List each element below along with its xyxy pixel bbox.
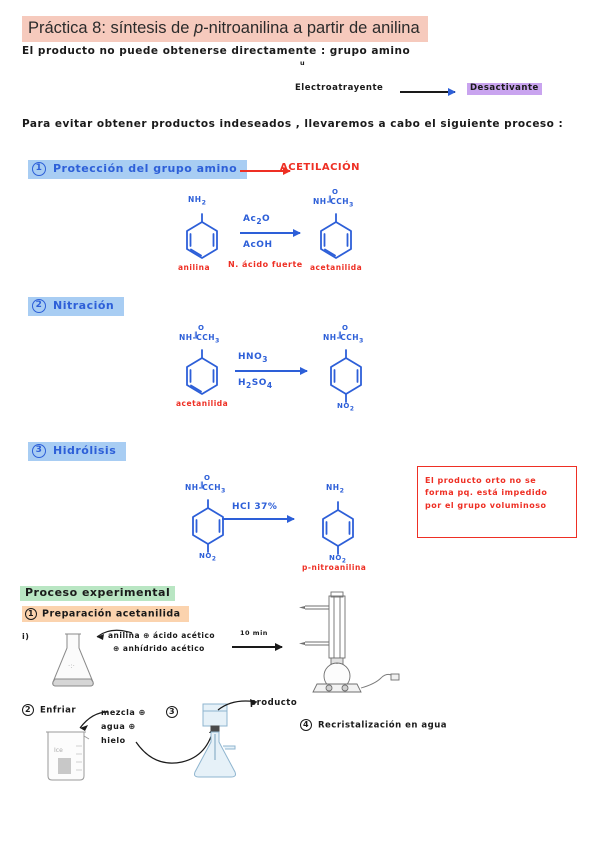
section-2-label: Nitración: [53, 299, 115, 312]
note-box-line-3: por el grupo voluminoso: [425, 500, 547, 510]
aniline-name: anilina: [178, 263, 211, 272]
experimental-step-1-label: Preparación acetanilida: [42, 608, 181, 620]
flask-note-line-2: ⊕ anhídrido acético: [113, 644, 205, 653]
reaction1-reagent-bottom: AcOH: [243, 240, 273, 250]
reaction3-reactant-nitro-label: NO2: [199, 552, 217, 563]
intro-tick-mark: u: [300, 59, 306, 67]
reflux-arrow: [232, 646, 282, 648]
section-2-number: 2: [32, 299, 46, 313]
note-box-ortho: El producto orto no se forma pq. está im…: [417, 466, 577, 538]
flask-note-line-1: anilina ⊕ ácido acético: [108, 631, 216, 640]
p-nitroacetanilide-nitro-label: NO2: [337, 402, 355, 413]
experimental-step-4-label: Recristalización en agua: [318, 720, 448, 731]
reaction3-reactant-amide-label: NH-CCH3: [185, 483, 226, 495]
note-box-line-1: El producto orto no se: [425, 476, 537, 485]
experimental-step-3-header: 3: [166, 706, 178, 718]
acetanilide-2-name: acetanilida: [176, 399, 229, 408]
acetanilide-2-amide-label: NH-CCH3: [179, 333, 220, 345]
mixture-note-line-3: hielo: [101, 736, 126, 745]
buchner-filtration-illustration: [185, 700, 245, 780]
reaction3-reactant-double-bond: ‖: [200, 481, 204, 489]
intro-arrow: [400, 91, 455, 93]
p-nitroacetanilide-carbonyl-o: O: [342, 324, 349, 332]
experimental-step-4-header: 4 Recristalización en agua: [300, 719, 447, 731]
note-box-line-2: forma pq. está impedido: [425, 488, 548, 498]
experimental-step-1-header: 1 Preparación acetanilida: [22, 606, 189, 623]
flask-note-curve-arrow: [96, 629, 133, 640]
section-1-number: 1: [32, 162, 46, 176]
term-electron-attracting: Electroatrayente: [295, 83, 384, 93]
page-title-italic: p: [194, 19, 204, 37]
reaction1-reagent-top: Ac2O: [243, 214, 271, 226]
p-nitroaniline-name: p-nitroanilina: [302, 563, 367, 572]
reaction2-reagent-top: HNO3: [238, 352, 268, 364]
product-curve-arrow: [217, 699, 258, 711]
reaction1-arrow: [240, 232, 300, 234]
intro-line-2: Para evitar obtener productos indeseados…: [22, 118, 564, 130]
molecule-aniline: [178, 202, 226, 262]
reaction3-reagent: HCl 37%: [232, 502, 278, 512]
section-3-number: 3: [32, 444, 46, 458]
section-1-arrow: [240, 170, 290, 172]
acetanilide-double-bond: ‖: [328, 195, 332, 203]
experimental-step-2-header: 2 Enfriar: [22, 704, 76, 716]
intro-line-1: El producto no puede obtenerse directame…: [22, 45, 411, 57]
p-nitroaniline-nitro-label: NO2: [329, 554, 347, 565]
erlenmeyer-flask-illustration: ·:·: [45, 630, 101, 690]
svg-text:·:·: ·:·: [68, 662, 75, 670]
experimental-step-4-number: 4: [300, 719, 312, 731]
mixture-to-beaker-curve-arrow: [79, 711, 109, 731]
beaker-illustration: Ice: [40, 730, 92, 782]
acetanilide-2-carbonyl-o: O: [198, 324, 205, 332]
section-2-header: 2 Nitración: [28, 297, 125, 316]
reaction3-arrow: [222, 518, 294, 520]
molecule-acetanilide: [312, 202, 360, 262]
acetanilide-name: acetanilida: [310, 263, 363, 272]
molecule-p-nitroaniline: [314, 490, 362, 555]
experimental-step-2-label: Enfriar: [40, 705, 77, 716]
product-label: producto: [250, 698, 298, 708]
acetanilide-2-double-bond: ‖: [194, 331, 198, 339]
experimental-step-2-number: 2: [22, 704, 34, 716]
acetanilide-amide-label: NH-CCH3: [313, 197, 354, 209]
reaction1-reagent-note: N. ácido fuerte: [228, 260, 303, 269]
p-nitroaniline-amine-label: NH2: [326, 483, 345, 495]
mixture-note-line-2: agua ⊕: [101, 722, 136, 731]
section-3-header: 3 Hidrólisis: [28, 442, 127, 461]
p-nitroacetanilide-double-bond: ‖: [338, 331, 342, 339]
page-title-prefix: Práctica 8: síntesis de: [28, 19, 194, 37]
experimental-header: Proceso experimental: [20, 586, 176, 601]
reaction2-arrow: [235, 370, 307, 372]
molecule-acetanilide-2: [178, 338, 226, 398]
page-title-suffix: -nitroanilina a partir de anilina: [203, 19, 420, 37]
molecule-p-nitroacetanilide: [322, 338, 370, 403]
section-1-header: 1 Protección del grupo amino: [28, 160, 248, 179]
reflux-time-label: 10 min: [240, 629, 268, 637]
svg-text:Ice: Ice: [54, 747, 63, 754]
section-1-label: Protección del grupo amino: [53, 162, 238, 175]
section-3-label: Hidrólisis: [53, 444, 117, 457]
reaction3-reactant-carbonyl-o: O: [204, 474, 211, 482]
page-title: Práctica 8: síntesis de p-nitroanilina a…: [22, 16, 428, 42]
acetanilide-carbonyl-o: O: [332, 188, 339, 196]
aniline-amine-label: NH2: [188, 195, 207, 207]
experimental-step-3-number: 3: [166, 706, 178, 718]
section-1-result: ACETILACIÓN: [280, 162, 360, 173]
molecule-p-nitroacetanilide-2: [184, 488, 232, 553]
experimental-substep-i: i): [22, 632, 30, 641]
reaction2-reagent-bottom: H2SO4: [238, 378, 273, 390]
experimental-step-1-number: 1: [25, 608, 37, 620]
reflux-apparatus-illustration: [295, 591, 405, 693]
mixture-note-line-1: mezcla ⊕: [101, 708, 146, 717]
term-deactivating: Desactivante: [467, 83, 542, 95]
p-nitroacetanilide-amide-label: NH-CCH3: [323, 333, 364, 345]
